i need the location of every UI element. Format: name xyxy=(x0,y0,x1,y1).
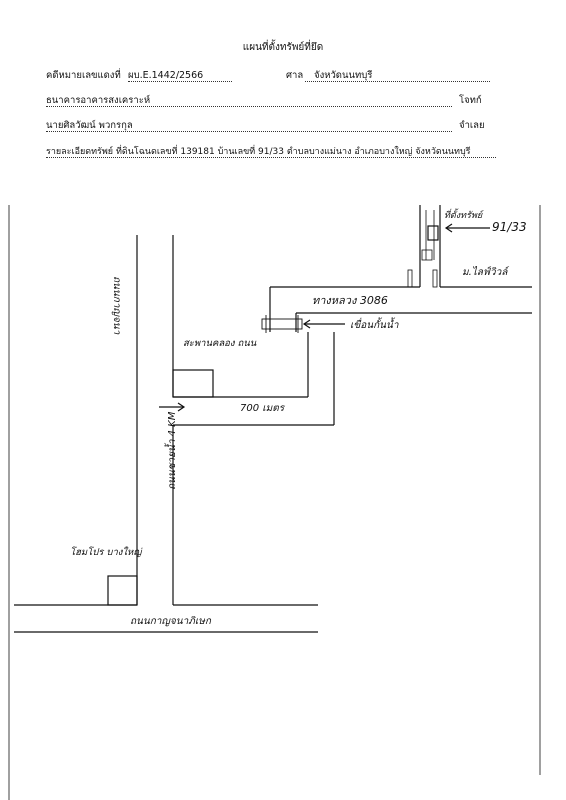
arrow-left-icon xyxy=(444,223,490,233)
dam-label: เขื่อนกั้นน้ำ xyxy=(350,320,399,331)
dotted-line xyxy=(46,131,452,132)
distance-label: 700 เมตร xyxy=(240,403,285,414)
dotted-line xyxy=(46,157,496,158)
case-number: ผบ.E.1442/2566 xyxy=(128,70,204,81)
vertical-road-label: ถนนกาญจนา xyxy=(111,276,122,335)
gate-marker xyxy=(432,269,438,288)
plaintiff-role: โจทก์ xyxy=(459,95,482,106)
dam-marker xyxy=(261,318,303,330)
bridge-building xyxy=(172,369,214,398)
court-name: จังหวัดนนทบุรี xyxy=(314,70,373,81)
dotted-line xyxy=(46,106,452,107)
defendant-role: จำเลย xyxy=(459,120,485,131)
property-label: ที่ตั้งทรัพย์ xyxy=(444,211,483,221)
bridge-label: สะพานคลอง ถนน xyxy=(183,338,257,349)
store-building xyxy=(107,575,138,606)
defendant-name: นายศิลวัฒน์ พวกรกุล xyxy=(46,120,133,131)
store-label: โฮมโปร บางใหญ่ xyxy=(70,547,142,558)
property-marker xyxy=(427,225,439,241)
gate-marker xyxy=(407,269,413,288)
arrow-right-icon xyxy=(159,402,186,412)
house-number-label: 91/33 xyxy=(492,220,527,234)
property-detail: รายละเอียดทรัพย์ ที่ดินโฉนดเลขที่ 139181… xyxy=(46,147,471,157)
dotted-line xyxy=(305,81,490,82)
village-label: ม.ไลฟ์วิวล์ xyxy=(462,267,508,278)
bottom-road-label: ถนนกาญจนาภิเษก xyxy=(130,616,211,627)
court-label: ศาล xyxy=(286,70,304,81)
page-title: แผนที่ตั้งทรัพย์ที่ยึด xyxy=(242,42,324,53)
road-distance-label: ถนนชายน้ำ 4 KM xyxy=(167,411,178,490)
case-label: คดีหมายเลขแดงที่ xyxy=(46,70,121,81)
dotted-line xyxy=(128,81,232,82)
arrow-left-icon xyxy=(302,319,345,329)
plaintiff-name: ธนาคารอาคารสงเคราะห์ xyxy=(46,95,151,106)
property-box xyxy=(421,249,433,261)
highway-label: ทางหลวง 3086 xyxy=(312,294,388,307)
